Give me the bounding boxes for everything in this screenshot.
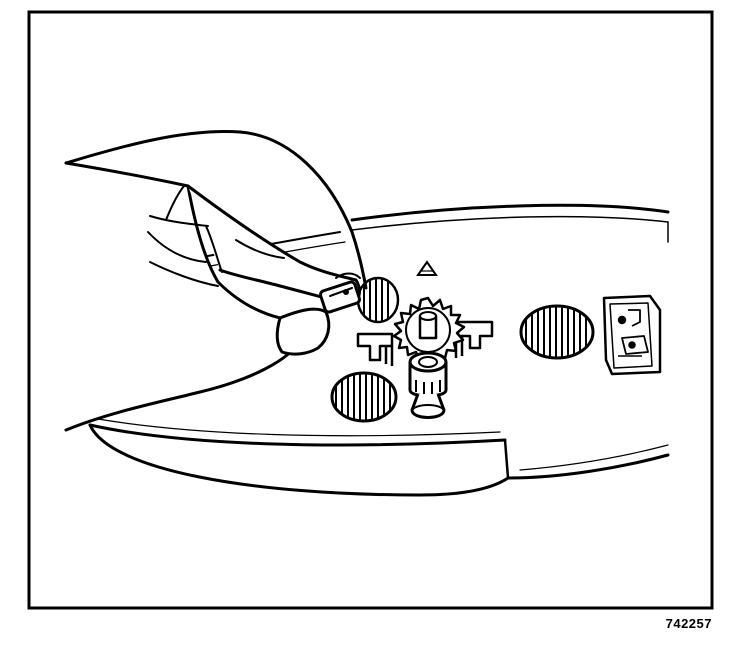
vent-hole-right (519, 304, 595, 360)
retaining-clip-part (319, 280, 361, 314)
connector-latch (602, 294, 662, 376)
figure-frame (27, 10, 714, 610)
figure-id-label: 742257 (665, 616, 712, 631)
technician-hand (64, 130, 368, 432)
vent-hole-top (356, 276, 400, 324)
retainer-clip-left (356, 332, 394, 366)
gear-assembly (356, 296, 494, 419)
alignment-triangle-icon (416, 260, 438, 276)
vent-hole-left (330, 371, 398, 423)
gear-shaft (408, 351, 448, 419)
drive-gear (392, 296, 466, 363)
